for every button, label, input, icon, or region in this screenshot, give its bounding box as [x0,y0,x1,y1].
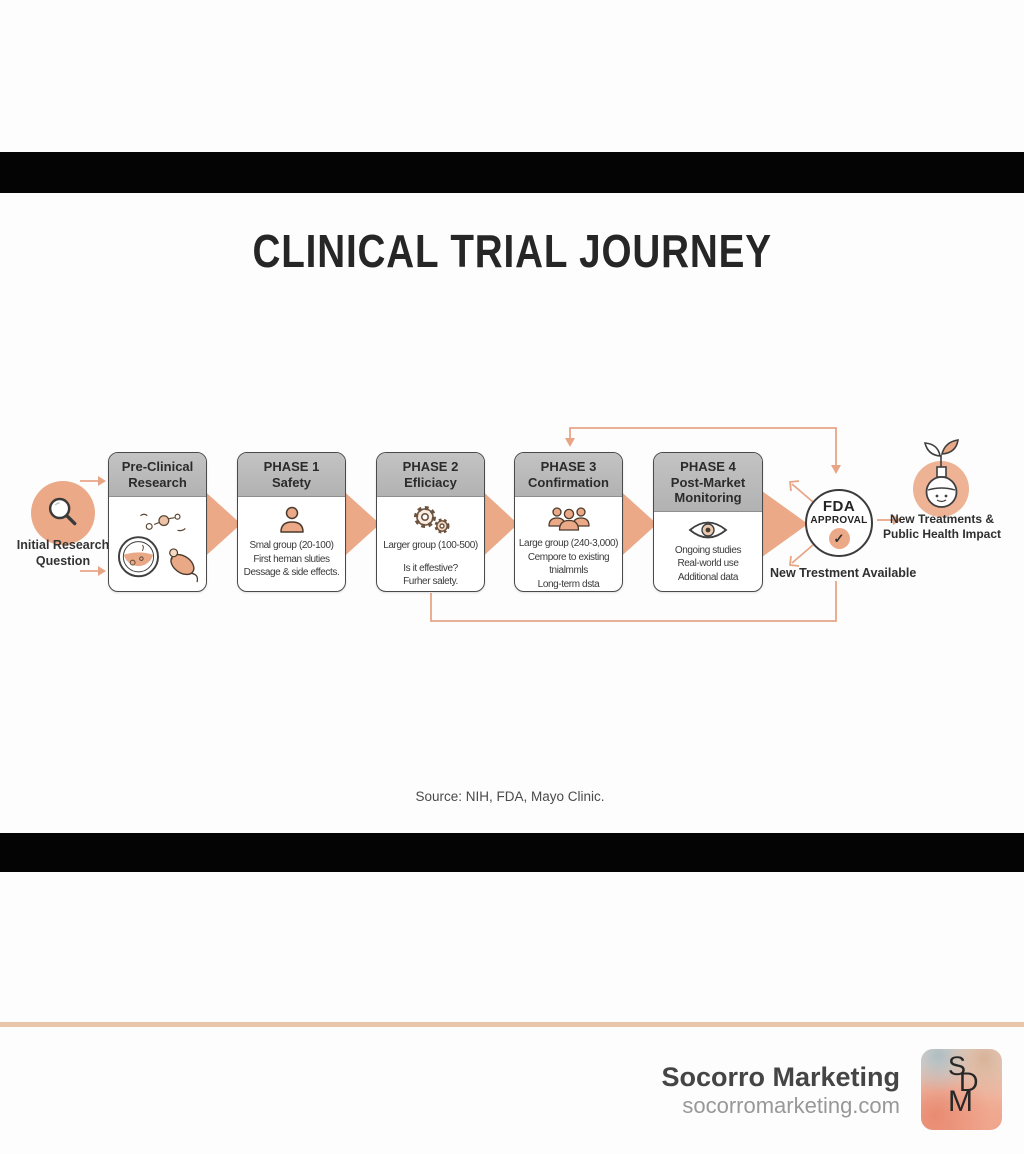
logo-letter-m: M [948,1085,973,1118]
stage-box-phase-3: PHASE 3 Confirmation Large group (240-3,… [514,452,623,592]
new-treatment-available-label: New Trestment Available [770,566,917,580]
outcome-label-line1: New Treatments & [889,512,995,526]
stage-title-line: PHASE 3 [540,459,597,475]
stage-box-phase-2: PHASE 2 Efliciacy Larger group (100-500)… [376,452,485,592]
stage-title-line: Efliciacy [404,475,457,490]
stage-body-line: Cempore to existing [527,551,610,563]
stage-header-phase-1: PHASE 1 Safety [238,453,345,497]
arrowheads [98,438,901,576]
fda-radiate-lower-arrowhead [789,555,800,567]
checkmark-icon: ✓ [828,528,850,549]
top-loop-left-arrowhead [565,438,575,447]
logo-letter-d: D [959,1067,979,1097]
footer-website: socorromarketing.com [682,1093,900,1119]
stage-header-phase-2: PHASE 2 Efliciacy [377,453,484,497]
brand-logo: S D M [921,1049,1002,1130]
stage-body-line: Furher salety. [403,576,458,587]
eye-icon [688,521,728,539]
person-icon [279,506,304,533]
stage-box-pre-clinical: Pre-Clinical Research [108,452,207,592]
fda-approval-label: APPROVAL [810,515,868,526]
magnifier-icon [48,497,77,526]
preclinical-lab-icons [117,513,198,583]
stage-body-phase-3: Large group (240-3,000) Cempore to exist… [515,497,622,591]
initial-research-label: Initial Research Question [4,538,122,569]
logo-letter-s: S [948,1051,967,1081]
stage-title-line: Pre-Clinical [121,459,194,475]
initial-arrow-top-head [98,476,106,486]
stage-title-line: Research [128,475,187,490]
stage-title-line: Confirmation [528,475,609,490]
fda-radiate-upper-line [791,483,814,503]
footer-divider [0,1022,1024,1027]
stage-body-line: Smal group (20-100) [249,540,334,551]
stage-body-phase-1: Smal group (20-100) First heman sluties … [238,497,345,591]
fda-radiate-upper-arrowhead [789,480,800,492]
source-note: Source: NIH, FDA, Mayo Clinic. [415,789,605,804]
stage-body-line: Long-term dsta [537,578,600,590]
page-title-text: CLINICAL TRIAL JOURNEY [252,225,772,277]
stage-title-line: PHASE 2 [402,459,459,475]
initial-research-label-line2: Question [35,553,91,568]
stage-body-phase-2: Larger group (100-500) Is it effestive? … [377,497,484,591]
stage-header-pre-clinical: Pre-Clinical Research [109,453,206,497]
stage-box-phase-1: PHASE 1 Safety Smal group (20-100) First… [237,452,346,592]
stage-body-line: Large group (240-3,000) [518,538,619,549]
molecules-icon [139,513,186,532]
top-black-bar [0,152,1024,193]
page-title: CLINICAL TRIAL JOURNEY [0,224,1024,278]
flask-plant-icon [923,439,959,508]
stage-body-line: First heman sluties [253,553,330,565]
stage-title-line: Post-Market [670,474,746,490]
stage-box-phase-4: PHASE 4 Post-Market Monitoring Ongoing s… [653,452,763,592]
stage-header-phase-4: PHASE 4 Post-Market Monitoring [654,453,762,512]
initial-research-badge [31,481,95,545]
mouse-icon [168,548,198,583]
stage-body-line: Is it effestive? [403,562,458,574]
checkmark-glyph: ✓ [833,530,845,546]
stage-title-line: Safety [271,475,312,490]
outcome-label: New Treatments & Public Health Impact [880,512,1004,542]
stage-body-line: tnialmmls [549,565,588,576]
stage-header-phase-3: PHASE 3 Confirmation [515,453,622,497]
footer-brand-name: Socorro Marketing [661,1062,900,1092]
fda-radiate-lower-line [791,544,814,564]
petri-dish-icon [117,536,159,578]
stage-body-line: Real-world use [677,558,739,570]
stage-body-phase-4: Ongoing studies Real-world use Additiona… [654,512,762,591]
stage-body-pre-clinical [109,497,206,591]
fda-approval-badge: FDA APPROVAL ✓ [805,489,873,557]
bottom-loop-line [430,581,837,622]
stage-body-line: Ongoing studies [674,544,742,556]
top-loop-right-arrowhead [831,465,841,474]
stage-title-line: Monitoring [674,490,742,506]
stage-body-line: Dessage & side effects. [243,567,340,578]
stage-body-line: Larger group (100-500) [383,540,478,551]
gears-icon [413,506,449,534]
stage-title-line: PHASE 4 [680,459,736,474]
initial-research-label-line1: Initial Research [16,538,110,552]
outcome-label-line2: Public Health Impact [882,527,1002,541]
people-group-icon [547,507,590,531]
stage-body-line: Additional data [677,571,739,583]
bottom-black-bar [0,833,1024,872]
fda-label: FDA [822,498,856,515]
stage-title-line: PHASE 1 [263,459,320,475]
footer-text-block: Socorro Marketing socorromarketing.com [661,1062,900,1119]
